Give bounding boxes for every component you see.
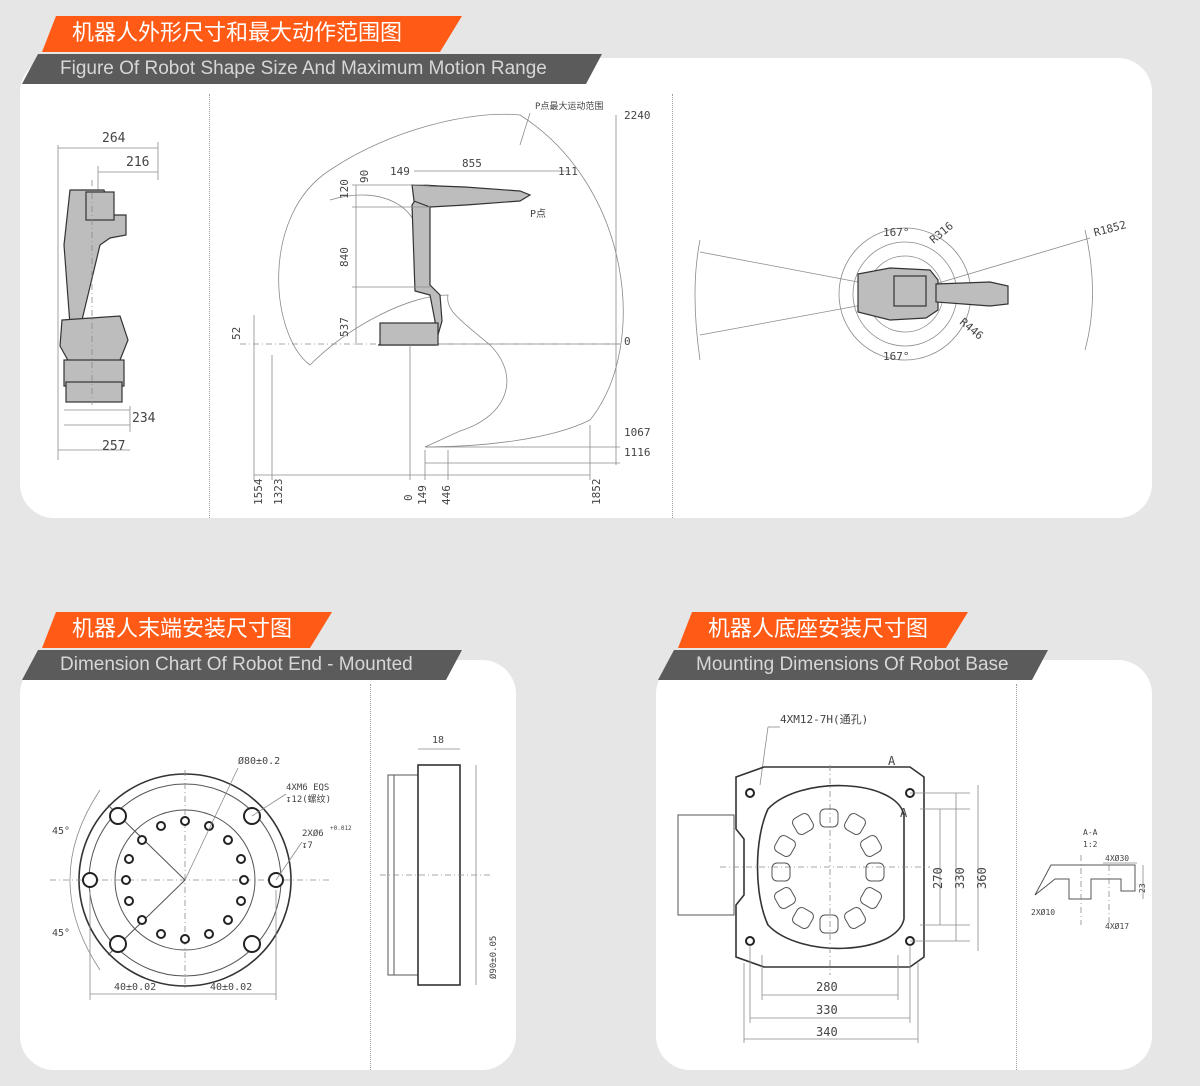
- section-scale: 1:2: [1083, 840, 1098, 849]
- section1-title-en: Figure Of Robot Shape Size And Maximum M…: [22, 54, 602, 84]
- dim-446: 446: [440, 485, 453, 505]
- note-m6: 4XM6 EQS: [286, 783, 329, 793]
- end-flange-front-view: 45° 45° Ø80±0.2 4XM6 EQS ↧12(螺纹) 2XØ6 +0…: [50, 755, 352, 1000]
- dim-18: 18: [432, 735, 444, 746]
- dim-2240: 2240: [624, 109, 651, 122]
- section-mark-a-top: A: [888, 754, 896, 768]
- dim-270: 270: [931, 867, 945, 889]
- dim-1554: 1554: [252, 478, 265, 505]
- dim-40-left: 40±0.02: [114, 982, 156, 993]
- dim-360: 360: [975, 867, 989, 889]
- divider-3: [370, 684, 371, 1070]
- section3-title-en: Mounting Dimensions Of Robot Base: [658, 650, 1048, 680]
- dim-111: 111: [558, 165, 578, 178]
- section3-title-cn: 机器人底座安装尺寸图: [678, 612, 968, 648]
- divider-1: [209, 94, 210, 518]
- base-section-aa-view: A-A 1:2 4XØ30 2XØ10 4XØ17 23: [1031, 828, 1147, 931]
- section-aa-label: A-A: [1083, 828, 1098, 837]
- dim-330-horizontal: 330: [816, 1003, 838, 1017]
- dim-1116: 1116: [624, 446, 651, 459]
- dim-1323: 1323: [272, 479, 285, 506]
- panel-end-mounted: [20, 660, 516, 1070]
- note-pin-depth: ↧7: [302, 841, 313, 851]
- divider-2: [672, 94, 673, 518]
- dim-330-vertical: 330: [953, 867, 967, 889]
- dim-1067: 1067: [624, 426, 651, 439]
- dim-537: 537: [338, 317, 351, 337]
- dim-0-bottom: 0: [402, 494, 415, 501]
- dim-149-top: 149: [390, 165, 410, 178]
- dim-840: 840: [338, 247, 351, 267]
- dim-90: 90: [358, 170, 371, 183]
- radius-316: R316: [927, 219, 956, 246]
- note-m6-depth: ↧12(螺纹): [286, 793, 331, 805]
- base-slot-ring: [771, 808, 885, 934]
- radius-1852: R1852: [1092, 218, 1127, 239]
- robot-top-view: 167° 167° R316 R1852 R446: [694, 218, 1128, 363]
- p-range-label: P点最大运动范围: [535, 100, 603, 112]
- note-pin: 2XØ6: [302, 828, 324, 839]
- dim-2xd10: 2XØ10: [1031, 907, 1055, 917]
- end-flange-side-view: 18 Ø90±0.05: [380, 735, 499, 986]
- angle-45-b: 45°: [52, 928, 70, 939]
- dim-0-right: 0: [624, 335, 631, 348]
- dim-120: 120: [338, 179, 351, 199]
- dim-264: 264: [102, 131, 126, 146]
- dim-52: 52: [230, 327, 243, 340]
- robot-motion-range-view: 2240 0 1067 1116 P点最大运动范围 P点 149 855 111…: [230, 100, 651, 506]
- section2-title-cn: 机器人末端安装尺寸图: [42, 612, 332, 648]
- note-m12: 4XM12-7H(通孔): [780, 713, 868, 726]
- angle-167-bottom: 167°: [883, 350, 910, 363]
- dim-234: 234: [132, 411, 156, 426]
- dim-4xd17: 4XØ17: [1105, 921, 1129, 931]
- radius-446: R446: [957, 315, 986, 342]
- dim-216: 216: [126, 155, 149, 170]
- divider-4: [1016, 684, 1017, 1070]
- base-mounting-view: 4XM12-7H(通孔) A A 270 330 360 280 330: [677, 713, 989, 1043]
- bolt-hole-ring: [121, 816, 249, 944]
- dim-340: 340: [816, 1025, 838, 1039]
- dim-1852: 1852: [590, 479, 603, 506]
- dim-23: 23: [1138, 883, 1147, 893]
- dim-40-right: 40±0.02: [210, 982, 252, 993]
- note-pin-tol: +0.012: [330, 825, 352, 832]
- dim-149-bottom: 149: [416, 485, 429, 505]
- section1-title-cn: 机器人外形尺寸和最大动作范围图: [42, 16, 462, 52]
- robot-side-view: 264 216 234 257: [57, 131, 159, 460]
- angle-45-a: 45°: [52, 826, 70, 837]
- p-point-label: P点: [530, 208, 546, 220]
- angle-167-top: 167°: [883, 226, 910, 239]
- dim-d90: Ø90±0.05: [488, 936, 499, 979]
- dim-257: 257: [102, 439, 125, 454]
- dim-280: 280: [816, 980, 838, 994]
- dim-4xd30: 4XØ30: [1105, 853, 1129, 863]
- dim-855: 855: [462, 157, 482, 170]
- dim-d80: Ø80±0.2: [238, 755, 280, 767]
- section2-title-en: Dimension Chart Of Robot End - Mounted: [22, 650, 462, 680]
